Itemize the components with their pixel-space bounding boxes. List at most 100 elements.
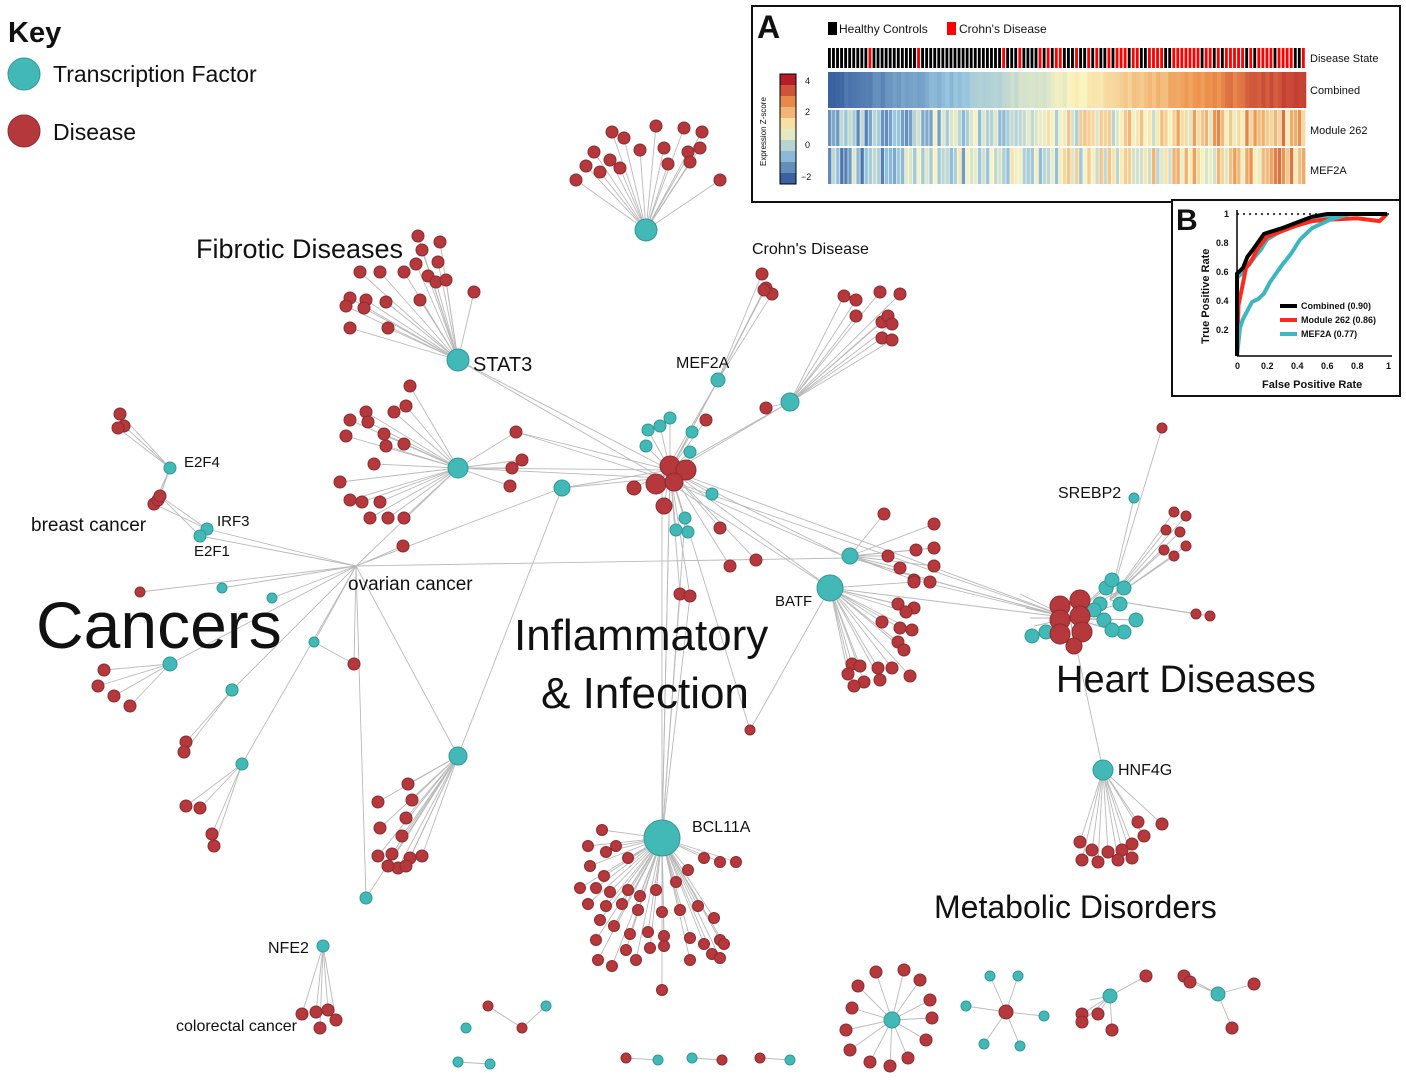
node-label-srebp2: SREBP2 — [1058, 485, 1121, 502]
disease-node — [587, 145, 601, 159]
network-edge — [829, 587, 911, 677]
mef2a-cell — [1148, 148, 1152, 184]
combined-cell — [1127, 72, 1133, 108]
tf-node — [652, 1054, 664, 1066]
disease-state-cell — [1002, 48, 1006, 68]
disease-node — [329, 1013, 343, 1027]
module262-cell — [1042, 110, 1047, 146]
combined-cell — [1131, 72, 1137, 108]
network-edge — [339, 467, 459, 483]
disease-node — [684, 932, 696, 944]
disease-state-cell — [1208, 48, 1212, 68]
disease-state-cell — [921, 48, 925, 68]
disease-state-cell — [1139, 48, 1143, 68]
disease-node — [909, 543, 923, 557]
disease-node — [353, 265, 367, 279]
tf-node — [683, 445, 697, 459]
disease-node — [899, 605, 913, 619]
disease-state-cell — [1261, 48, 1265, 68]
mef2a-cell — [1018, 148, 1022, 184]
disease-node — [381, 511, 395, 525]
combined-cell — [1204, 72, 1210, 108]
module262-cell — [1184, 110, 1188, 146]
tf-node — [1024, 628, 1040, 644]
disease-node — [675, 459, 697, 481]
module262-cell — [1229, 110, 1233, 146]
network-edge — [645, 163, 669, 231]
module262-cell — [1152, 110, 1156, 146]
module262-cell — [1249, 110, 1253, 146]
tf-node — [1038, 1010, 1050, 1022]
disease-state-cell — [985, 48, 989, 68]
disease-state-cell — [1115, 48, 1119, 68]
disease-node — [757, 283, 771, 297]
disease-node — [708, 912, 720, 924]
network-edge — [829, 581, 915, 589]
disease-node — [598, 870, 610, 882]
mef2a-cell — [957, 148, 962, 184]
module262-cell — [1010, 110, 1014, 146]
network-edge — [717, 273, 763, 381]
combined-cell — [981, 72, 987, 108]
tf-node — [484, 1058, 496, 1070]
disease-node — [363, 511, 377, 525]
disease-node — [415, 849, 429, 863]
disease-node — [923, 993, 937, 1007]
colorbar-tick-0: 0 — [805, 140, 810, 150]
disease-node — [1168, 550, 1180, 562]
module262-cell — [828, 110, 832, 146]
colorbar-segment — [780, 107, 796, 118]
disease-node — [1204, 610, 1216, 622]
network-edge — [829, 587, 849, 675]
disease-node — [321, 1003, 335, 1017]
mef2a-cell — [1123, 148, 1128, 184]
network-edge — [593, 151, 647, 231]
disease-node — [333, 475, 347, 489]
mef2a-cell — [945, 148, 949, 184]
module262-cell — [1233, 110, 1237, 146]
disease-node — [1131, 815, 1145, 829]
module262-cell — [909, 110, 913, 146]
disease-node — [339, 299, 353, 313]
combined-cell — [937, 72, 942, 108]
network-edge — [419, 299, 459, 361]
roc-xtick-0.2: 0.2 — [1261, 361, 1274, 371]
disease-node — [655, 497, 673, 515]
disease-node — [626, 480, 642, 496]
tf-node — [663, 411, 677, 425]
disease-node — [193, 801, 207, 815]
disease-state-cell — [896, 48, 900, 68]
network-edge — [561, 477, 663, 489]
disease-state-cell — [888, 48, 892, 68]
network-edge — [457, 487, 563, 757]
disease-state-cell — [1293, 48, 1297, 68]
network-edge — [1102, 769, 1133, 845]
module262-cell — [1111, 110, 1116, 146]
disease-node — [1225, 1021, 1239, 1035]
module262-cell — [1281, 110, 1286, 146]
network-edge — [427, 275, 459, 361]
mef2a-cell — [884, 148, 889, 184]
disease-node — [123, 699, 137, 713]
module262-cell — [1204, 110, 1209, 146]
disease-node — [698, 938, 710, 950]
mef2a-cell — [848, 148, 852, 184]
disease-node — [730, 856, 742, 868]
disease-node — [622, 884, 634, 896]
tf-node — [447, 457, 469, 479]
combined-cell — [856, 72, 861, 108]
mef2a-cell — [836, 148, 840, 184]
disease-node — [841, 667, 855, 681]
disease-node — [755, 267, 769, 281]
mef2a-cell — [913, 148, 917, 184]
combined-cell — [969, 72, 975, 108]
colorbar — [779, 73, 797, 185]
combined-cell — [864, 72, 869, 108]
disease-state-cell — [1237, 48, 1240, 68]
key-tf-swatch — [7, 57, 41, 91]
disease-node — [1160, 524, 1172, 536]
mef2a-cell — [900, 148, 905, 184]
roc-xtick-0.6: 0.6 — [1321, 361, 1334, 371]
disease-node — [1156, 422, 1168, 434]
module262-cell — [1241, 110, 1245, 146]
